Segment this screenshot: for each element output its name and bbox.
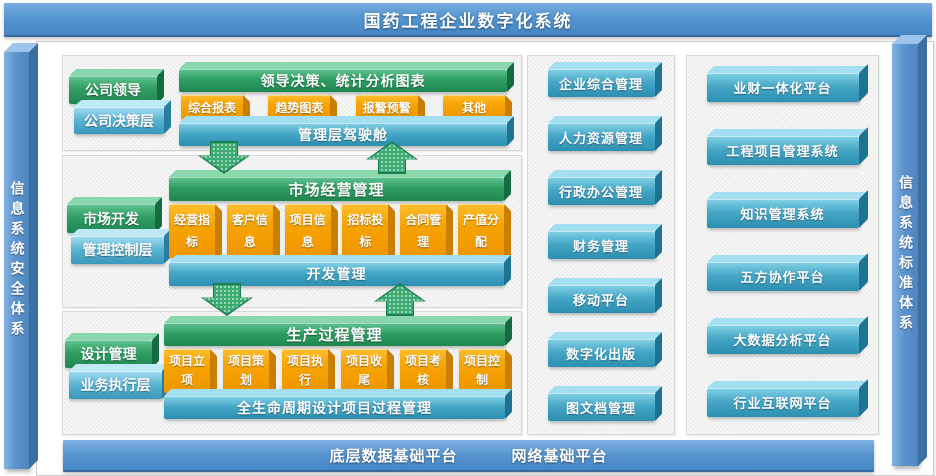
network-platform-label: 网络基础平台 <box>511 446 608 465</box>
decision-header-bar: 领导决策、统计分析图表 <box>179 69 507 92</box>
layer-company-decision-box: 公司决策层 <box>74 107 164 134</box>
module-box: 项目立项 <box>164 349 210 393</box>
footer-bar-label: 管理层驾驶舱 <box>298 127 388 144</box>
role-label: 市场开发 <box>83 211 139 228</box>
module-box: 经营指标 <box>169 204 215 258</box>
title-banner: 国药工程企业数字化系统 <box>4 3 932 37</box>
footer-bar-label: 全生命周期设计项目过程管理 <box>237 400 432 417</box>
production-flow: 生产过程管理 项目立项 项目策划 项目执行 项目收尾 项目考核 项目控制 全生命… <box>164 323 505 419</box>
module-box: 项目控制 <box>459 349 505 393</box>
platform-box: 行业互联网平台 <box>706 388 859 417</box>
lifecycle-management-bar: 全生命周期设计项目过程管理 <box>164 396 505 419</box>
decision-flow: 领导决策、统计分析图表 综合报表 趋势图表 报警预警 其他 管理层驾驶舱 <box>179 69 507 146</box>
enterprise-management-column: 企业综合管理 人力资源管理 行政办公管理 财务管理 移动平台 数字化出版 图文档… <box>527 55 675 435</box>
platform-box: 五方协作平台 <box>706 262 859 291</box>
layer-business-execution-box: 业务执行层 <box>69 371 162 399</box>
data-platform-label: 底层数据基础平台 <box>329 446 458 465</box>
module-label: 项目信息 <box>289 213 326 249</box>
module-label: 项目立项 <box>169 354 206 387</box>
platform-box: 企业综合管理 <box>547 69 655 97</box>
module-label: 产值分配 <box>462 213 499 249</box>
module-label: 综合报表 <box>187 101 236 115</box>
standard-system-label: 信息系统标准体系 <box>897 175 913 335</box>
platform-label: 工程项目管理系统 <box>726 145 839 160</box>
platform-box: 业财一体化平台 <box>706 73 859 102</box>
module-label: 合同管理 <box>405 213 442 249</box>
module-box: 合同管理 <box>400 204 447 258</box>
platform-box: 图文档管理 <box>547 393 655 421</box>
module-label: 项目考核 <box>405 354 442 387</box>
development-management-bar: 开发管理 <box>169 262 504 286</box>
role-label: 设计管理 <box>80 347 137 363</box>
platform-label: 大数据分析平台 <box>733 334 832 349</box>
platform-box: 大数据分析平台 <box>706 325 859 354</box>
down-arrow-icon <box>198 141 250 174</box>
platform-label: 行业互联网平台 <box>733 397 832 412</box>
header-label: 生产过程管理 <box>286 326 383 344</box>
module-label: 项目执行 <box>287 354 324 387</box>
role-label: 公司领导 <box>85 83 141 99</box>
platform-box: 行政办公管理 <box>547 177 655 205</box>
decision-layer-section: 公司领导 公司决策层 领导决策、统计分析图表 综合报表 趋势图表 报警预警 其他… <box>62 55 522 151</box>
module-label: 经营指标 <box>174 213 211 249</box>
platform-label: 财务管理 <box>572 239 629 255</box>
header-label: 市场经营管理 <box>288 180 385 199</box>
module-label: 其他 <box>461 101 486 115</box>
platform-box: 工程项目管理系统 <box>706 136 859 165</box>
module-box: 项目收尾 <box>341 349 387 393</box>
module-label: 项目收尾 <box>346 354 383 387</box>
decision-modules-row: 综合报表 趋势图表 报警预警 其他 <box>179 95 507 120</box>
up-arrow-icon <box>374 283 426 316</box>
platform-box: 移动平台 <box>547 285 655 313</box>
down-arrow-icon <box>201 283 253 316</box>
cockpit-bar: 管理层驾驶舱 <box>179 123 507 146</box>
module-label: 趋势图表 <box>275 101 324 115</box>
platform-label: 人力资源管理 <box>558 131 643 147</box>
platform-label: 知识管理系统 <box>740 208 825 223</box>
security-system-label: 信息系统安全体系 <box>8 180 25 341</box>
market-modules-row: 经营指标 客户信息 项目信息 招标投标 合同管理 产值分配 <box>169 204 504 258</box>
platform-label: 五方协作平台 <box>740 271 825 286</box>
platform-systems-column: 业财一体化平台 工程项目管理系统 知识管理系统 五方协作平台 大数据分析平台 行… <box>686 55 879 435</box>
module-label: 招标投标 <box>347 213 384 249</box>
module-box: 产值分配 <box>457 204 504 258</box>
layer-management-control-box: 管理控制层 <box>71 236 164 264</box>
platform-label: 图文档管理 <box>565 401 636 417</box>
market-header-bar: 市场经营管理 <box>169 177 504 201</box>
platform-label: 移动平台 <box>572 293 629 309</box>
foundation-platform-bar: 底层数据基础平台 网络基础平台 <box>63 440 874 472</box>
platform-box: 知识管理系统 <box>706 199 859 228</box>
platform-label: 数字化出版 <box>565 347 636 363</box>
module-box: 招标投标 <box>342 204 389 258</box>
production-header-bar: 生产过程管理 <box>164 323 505 346</box>
market-flow: 市场经营管理 经营指标 客户信息 项目信息 招标投标 合同管理 产值分配 开发管… <box>169 177 504 286</box>
module-box: 客户信息 <box>226 204 273 258</box>
layer-label: 公司决策层 <box>84 113 154 130</box>
execution-layer-section: 设计管理 业务执行层 生产过程管理 项目立项 项目策划 项目执行 项目收尾 项目… <box>62 311 522 435</box>
module-label: 项目控制 <box>464 354 501 387</box>
footer-bar-label: 开发管理 <box>306 267 367 283</box>
up-arrow-icon <box>366 141 418 174</box>
platform-box: 财务管理 <box>547 231 655 259</box>
module-box: 项目执行 <box>282 349 328 393</box>
security-system-pillar: 信息系统安全体系 <box>4 52 29 469</box>
layer-label: 管理控制层 <box>82 243 153 259</box>
header-label: 领导决策、统计分析图表 <box>260 73 426 90</box>
control-layer-section: 市场开发 管理控制层 市场经营管理 经营指标 客户信息 项目信息 招标投标 合同… <box>62 155 522 308</box>
module-box: 项目信息 <box>284 204 331 258</box>
platform-box: 数字化出版 <box>547 339 655 367</box>
standard-system-pillar: 信息系统标准体系 <box>892 44 918 466</box>
page-title: 国药工程企业数字化系统 <box>363 11 573 32</box>
platform-label: 行政办公管理 <box>558 185 643 201</box>
platform-label: 业财一体化平台 <box>733 82 832 97</box>
module-label: 项目策划 <box>228 354 265 387</box>
module-label: 客户信息 <box>231 213 268 249</box>
platform-label: 企业综合管理 <box>558 77 643 93</box>
layer-label: 业务执行层 <box>80 378 151 394</box>
module-label: 报警预警 <box>362 101 411 115</box>
production-modules-row: 项目立项 项目策划 项目执行 项目收尾 项目考核 项目控制 <box>164 349 505 393</box>
platform-box: 人力资源管理 <box>547 123 655 151</box>
module-box: 项目考核 <box>400 349 446 393</box>
module-box: 项目策划 <box>223 349 269 393</box>
